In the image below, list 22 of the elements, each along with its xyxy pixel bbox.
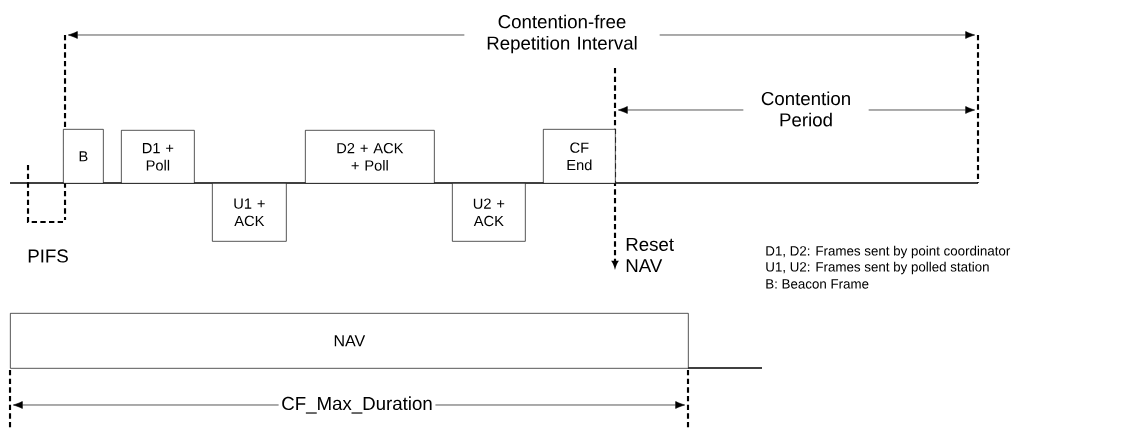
frame-box <box>63 129 104 184</box>
frame-box <box>543 129 616 184</box>
annotation-label: Contention Period <box>743 88 869 130</box>
legend-text: U1, U2: Frames sent by polled station <box>766 261 989 275</box>
frame-label: U2 + ACK <box>473 198 505 227</box>
frame-label: D2 + ACK + Poll <box>337 143 404 171</box>
annotation-label: PIFS <box>24 246 72 266</box>
annotation-label: CF_Max_Duration <box>278 393 436 417</box>
nav-bar <box>10 313 689 369</box>
annotation-label: Contention-free Repetition Interval <box>464 11 660 57</box>
frame-label: CF End <box>567 142 592 171</box>
frame-label: NAV <box>334 335 366 347</box>
legend-text: D1, D2: Frames sent by point coordinator <box>766 245 1011 259</box>
frame-label: D1 + Poll <box>142 143 174 171</box>
frame-box <box>212 183 287 242</box>
frame-label: B <box>79 151 88 162</box>
frame-box <box>452 183 526 242</box>
legend-text: B: Beacon Frame <box>766 279 869 289</box>
frame-label: U1 + ACK <box>234 198 265 227</box>
annotation-label: Reset NAV <box>626 237 674 273</box>
frame-box <box>305 130 435 184</box>
frame-box <box>121 130 195 184</box>
